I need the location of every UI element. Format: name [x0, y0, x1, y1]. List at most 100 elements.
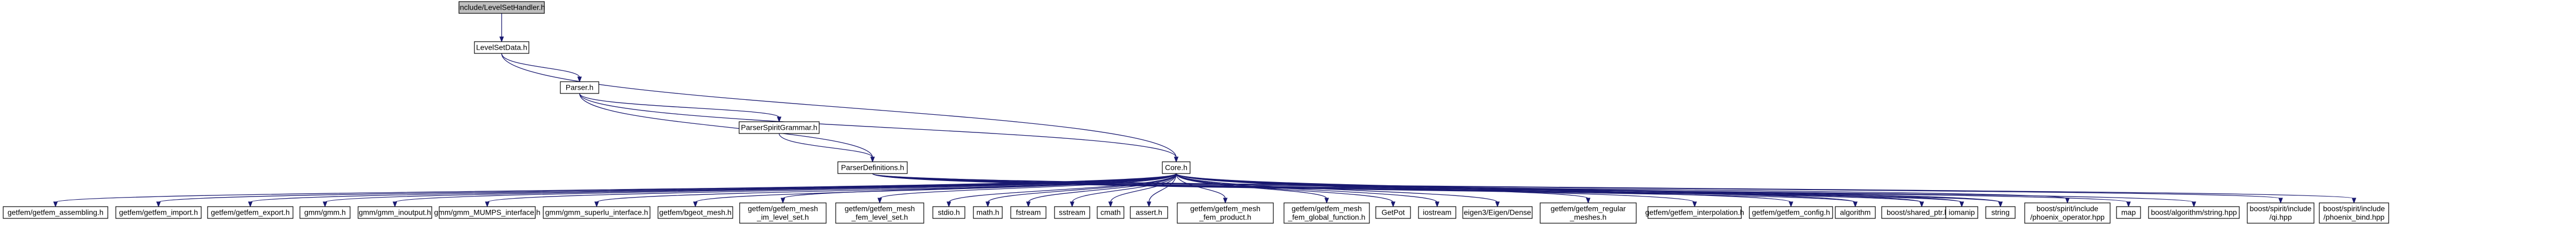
node-label: eigen3/Eigen/Dense	[1464, 208, 1531, 217]
graph-node-c17[interactable]: getfem/getfem_mesh_fem_product.h	[1177, 202, 1274, 224]
graph-node-c16[interactable]: assert.h	[1130, 206, 1168, 219]
node-box	[2148, 206, 2240, 219]
graph-node-c24[interactable]: getfem/getfem_config.h	[1749, 206, 1833, 219]
graph-node-p2[interactable]: map	[2116, 206, 2141, 219]
graph-node-parserspiritgrammar[interactable]: ParserSpiritGrammar.h	[739, 121, 820, 134]
edge-line	[487, 173, 1177, 203]
graph-node-c18[interactable]: getfem/getfem_mesh_fem_global_function.h	[1283, 202, 1370, 224]
graph-edge-core-c5	[392, 173, 1177, 208]
node-box	[1945, 206, 1978, 219]
node-box	[1097, 206, 1124, 219]
edge-line	[879, 173, 1177, 199]
graph-node-parser[interactable]: Parser.h	[560, 81, 599, 94]
graph-node-c2[interactable]: getfem/getfem_import.h	[115, 206, 202, 219]
node-label: stdio.h	[938, 208, 960, 217]
node-box	[1010, 206, 1047, 219]
graph-node-levelsetdata[interactable]: LevelSetData.h	[474, 41, 529, 54]
edge-line	[948, 173, 1177, 203]
graph-node-p3[interactable]: boost/algorithm/string.hpp	[2148, 206, 2240, 219]
graph-node-core[interactable]: Core.h	[1162, 161, 1191, 174]
node-label: /phoenix_bind.hpp	[2324, 213, 2385, 222]
edge-line	[872, 173, 2001, 203]
arrowhead-icon	[2351, 198, 2357, 204]
graph-edge-core-c21	[1176, 173, 1500, 208]
graph-node-c26[interactable]: boost/shared_ptr.hpp	[1881, 206, 1962, 219]
graph-node-c28[interactable]: string	[1985, 206, 2016, 219]
node-label: getfem/getfem_import.h	[119, 208, 198, 217]
graph-node-c11[interactable]: stdio.h	[932, 206, 965, 219]
arrowhead-icon	[577, 76, 582, 83]
edge-line	[579, 93, 780, 118]
graph-node-root[interactable]: include/LevelSetHandler.h	[458, 1, 545, 14]
graph-node-c20[interactable]: iostream	[1418, 206, 1456, 219]
node-box	[1418, 206, 1456, 219]
arrowhead-icon	[485, 201, 490, 208]
node-box	[973, 206, 1003, 219]
node-label: cmath	[1100, 208, 1121, 217]
edge-line	[872, 173, 2194, 203]
graph-node-c23[interactable]: getfem/getfem_interpolation.h	[1645, 206, 1744, 219]
graph-node-c27[interactable]: iomanip	[1945, 206, 1978, 219]
node-box	[1647, 206, 1742, 219]
graph-node-c8[interactable]: getfem/bgeot_mesh.h	[657, 206, 733, 219]
graph-edge-parserdefinitions-p3	[872, 173, 2197, 208]
graph-edge-core-c19	[1176, 173, 1396, 208]
node-label: getfem/getfem_mesh	[1291, 205, 1362, 213]
arrowhead-icon	[594, 201, 599, 208]
node-box	[543, 206, 651, 219]
graph-edge-parserspiritgrammar-parserdefinitions	[779, 133, 875, 163]
graph-node-c5[interactable]: gmm/gmm_inoutput.h	[358, 206, 432, 219]
edge-line	[872, 173, 2281, 199]
graph-node-c1[interactable]: getfem/getfem_assembling.h	[3, 206, 108, 219]
graph-edge-core-c11	[946, 173, 1177, 208]
arrowhead-icon	[870, 156, 875, 163]
graph-edge-parser-parserdefinitions	[579, 93, 875, 163]
edge-line	[1176, 173, 1226, 199]
arrowhead-icon	[1919, 201, 1924, 208]
graph-node-c15[interactable]: cmath	[1097, 206, 1124, 219]
arrowhead-icon	[322, 201, 328, 208]
graph-node-c9[interactable]: getfem/getfem_mesh_im_level_set.h	[739, 202, 827, 224]
graph-node-c25[interactable]: algorithm	[1835, 206, 1876, 219]
graph-edge-core-c14	[1069, 173, 1177, 208]
graph-node-c12[interactable]: math.h	[973, 206, 1003, 219]
edge-line	[1148, 173, 1177, 203]
graph-node-c19[interactable]: GetPot	[1375, 206, 1411, 219]
graph-edge-core-c16	[1146, 173, 1177, 208]
edge-line	[501, 53, 580, 78]
graph-node-c10[interactable]: getfem/getfem_mesh_fem_level_set.h	[835, 202, 924, 224]
edge-line	[579, 93, 1177, 158]
node-label: gmm/gmm_inoutput.h	[359, 208, 431, 217]
node-label: /phoenix_operator.hpp	[2030, 213, 2105, 222]
arrowhead-icon	[499, 36, 504, 43]
graph-node-p5[interactable]: boost/spirit/include/phoenix_bind.hpp	[2319, 202, 2389, 224]
node-box	[358, 206, 432, 219]
node-label: _fem_global_function.h	[1288, 213, 1366, 222]
graph-node-c22[interactable]: getfem/getfem_regular_meshes.h	[1540, 202, 1637, 224]
edge-line	[872, 173, 2068, 199]
node-label: boost/spirit/include	[2036, 205, 2098, 213]
node-box	[439, 206, 536, 219]
node-box	[1283, 202, 1370, 224]
graph-node-c21[interactable]: eigen3/Eigen/Dense	[1462, 206, 1533, 219]
graph-node-p1[interactable]: boost/spirit/include/phoenix_operator.hp…	[2024, 202, 2111, 224]
arrowhead-icon	[877, 198, 882, 204]
edge-line	[872, 173, 2355, 199]
graph-node-c6[interactable]: gmm/gmm_MUMPS_interface.h	[434, 206, 541, 219]
graph-edge-core-c17	[1176, 173, 1228, 204]
graph-node-c4[interactable]: gmm/gmm.h	[299, 206, 351, 219]
graph-node-c14[interactable]: sstream	[1054, 206, 1090, 219]
graph-edge-parser-parserspiritgrammar	[579, 93, 782, 123]
graph-node-c3[interactable]: getfem/getfem_export.h	[207, 206, 294, 219]
node-box	[1985, 206, 2016, 219]
node-label: boost/algorithm/string.hpp	[2151, 208, 2237, 217]
graph-node-p4[interactable]: boost/spirit/include/qi.hpp	[2247, 202, 2315, 224]
node-label: getfem/getfem_interpolation.h	[1645, 208, 1744, 217]
graph-node-parserdefinitions[interactable]: ParserDefinitions.h	[837, 161, 908, 174]
graph-node-c7[interactable]: gmm/gmm_superlu_interface.h	[543, 206, 651, 219]
arrowhead-icon	[156, 201, 161, 208]
graph-node-c13[interactable]: fstream	[1010, 206, 1047, 219]
node-label: getfem/getfem_config.h	[1752, 208, 1830, 217]
node-label: getfem/bgeot_mesh.h	[659, 208, 731, 217]
